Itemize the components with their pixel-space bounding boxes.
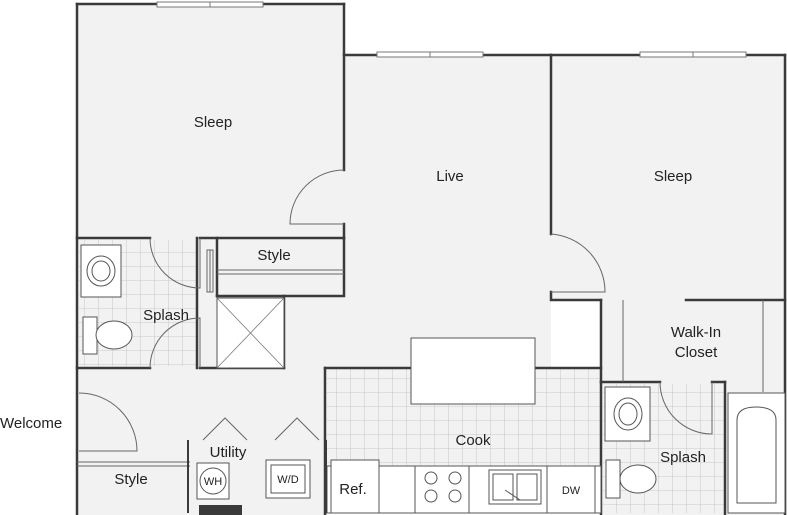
sink-right <box>604 386 651 442</box>
utility-closet <box>187 440 327 513</box>
toilet-right <box>605 459 657 499</box>
door-swings <box>78 169 713 452</box>
dishwasher-label: DW <box>562 485 581 497</box>
windows <box>156 1 747 58</box>
washer-dryer-label: W/D <box>277 474 298 486</box>
sink-left <box>80 244 122 298</box>
room-label-splash-left: Splash <box>143 307 189 324</box>
water-heater: WH <box>196 462 230 500</box>
room-label-welcome: Welcome <box>0 415 62 432</box>
stove-icon <box>414 465 470 514</box>
room-label-sleep-left: Sleep <box>194 114 232 131</box>
room-label-splash-right: Splash <box>660 449 706 466</box>
room-label-walk-in: Walk-In <box>671 324 721 341</box>
closet-lines <box>77 249 764 467</box>
room-label-style-bottom: Style <box>114 471 147 488</box>
room-label-sleep-right: Sleep <box>654 168 692 185</box>
shower-stall <box>216 297 285 369</box>
water-heater-label: WH <box>204 476 222 488</box>
room-label-style-top: Style <box>257 247 290 264</box>
room-label-live: Live <box>436 168 464 185</box>
washer-dryer: W/D <box>265 459 311 499</box>
room-label-utility: Utility <box>210 444 247 461</box>
kitchen-island <box>410 337 536 405</box>
room-label-cook: Cook <box>455 432 491 449</box>
room-label-closet: Closet <box>675 344 718 361</box>
refrigerator-label: Ref. <box>339 481 367 498</box>
bathtub <box>727 392 786 514</box>
utility-threshold <box>199 505 242 515</box>
toilet-left <box>82 316 133 355</box>
kitchen-sink-icon <box>488 469 542 505</box>
dishwasher: DW <box>546 465 596 514</box>
refrigerator: Ref. <box>330 459 380 514</box>
